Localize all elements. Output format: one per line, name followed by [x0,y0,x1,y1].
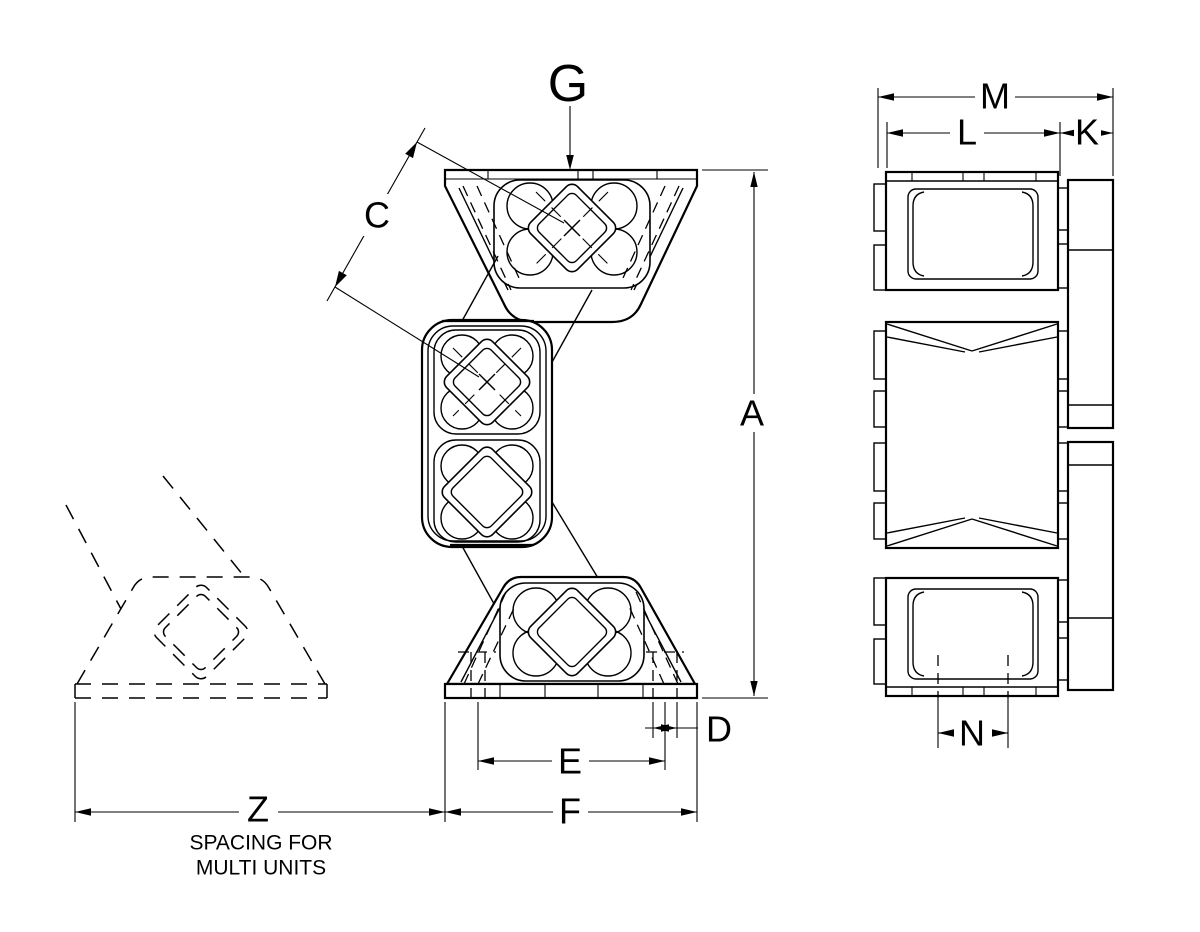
top-unit-center-mark [563,219,581,237]
middle-unit-center-mark [478,373,496,391]
side-view [873,170,1115,698]
dim-C: C [326,127,565,378]
middle-bottom-pocket [433,439,541,543]
dim-label-D: D [706,709,732,750]
phantom-unit [65,475,328,699]
dim-label-G: G [548,55,588,113]
connector-arms [461,255,599,621]
phantom-diamond-inner [162,593,240,671]
dim-label-N: N [959,713,985,754]
dim-L: L [886,112,1061,176]
side-top-bracket [873,170,1069,292]
dim-G: G [548,55,588,170]
dim-N: N [937,655,1009,754]
middle-unit [420,318,554,549]
dim-label-F: F [559,791,581,832]
bottom-unit-base [443,682,699,700]
dim-M: M [877,76,1114,176]
dimensions: G C A D [74,55,1114,880]
dim-A: A [702,169,771,699]
front-view [65,168,699,700]
dim-K: K [1060,112,1113,153]
dim-label-K: K [1075,112,1099,153]
dim-F: F [444,702,698,832]
dim-D: D [645,702,732,750]
bottom-unit [443,575,699,700]
middle-top-pocket [433,329,541,435]
spacing-note-line2: MULTI UNITS [196,857,326,880]
side-bottom-bracket [873,576,1069,698]
dim-E: E [477,702,666,782]
side-middle-block [873,320,1069,550]
dim-label-Z: Z [247,789,269,830]
dim-label-A: A [740,393,764,434]
phantom-diamond-outer [153,584,249,680]
top-unit [443,168,699,324]
spacing-note-line1: SPACING FOR [189,832,332,855]
dim-label-E: E [558,741,582,782]
dim-label-L: L [957,112,977,153]
dim-label-M: M [980,76,1010,117]
dim-label-C: C [364,195,390,236]
dim-Z: Z SPACING FOR MULTI UNITS [74,702,445,880]
side-mount-plates [1066,178,1115,692]
